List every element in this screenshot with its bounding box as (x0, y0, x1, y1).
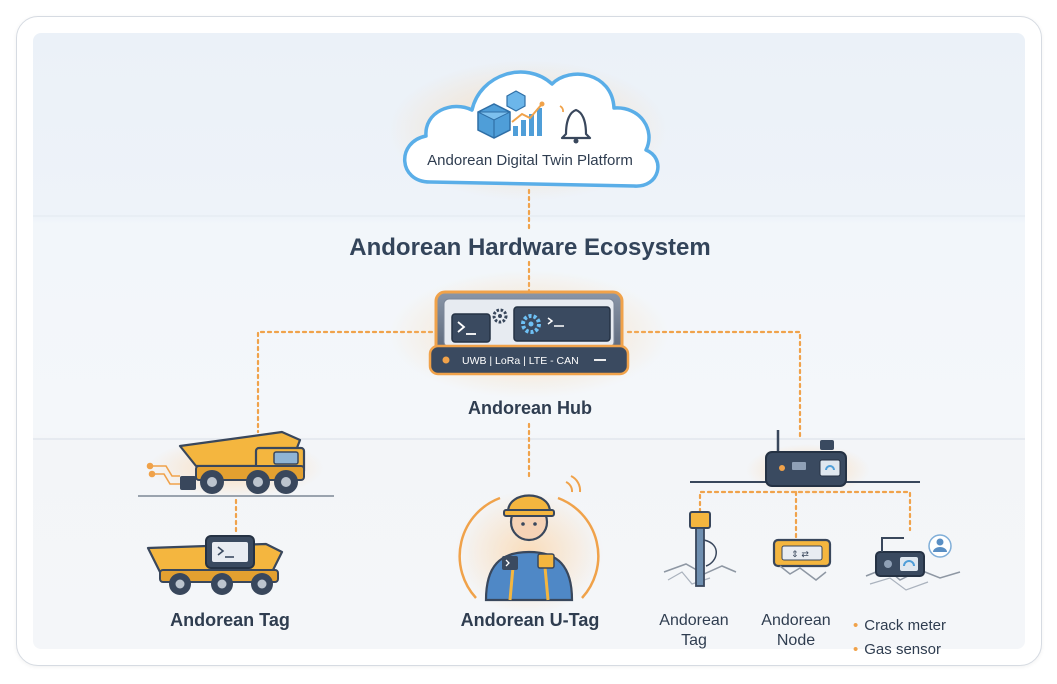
sensor-list: •Crack meter •Gas sensor (853, 614, 946, 662)
hub-protocols: UWB | LoRa | LTE - CAN (462, 355, 579, 367)
small-tag-label-line2: Tag (681, 632, 707, 649)
ecosystem-title: Andorean Hardware Ecosystem (349, 234, 711, 261)
tag-device-icon (180, 476, 196, 490)
mining-truck (138, 430, 334, 498)
analytics-chart-icon (511, 101, 545, 136)
node-label-line1: Andorean (761, 612, 831, 629)
hub-to-node-connector (626, 330, 802, 442)
signal-wave-icon (565, 481, 574, 493)
cloud-platform (388, 60, 668, 200)
hub-terminal-icon (451, 313, 491, 343)
utag-device-icon (502, 556, 518, 570)
circuit-icon (146, 462, 180, 485)
node-label-line2: Node (776, 632, 816, 649)
cube-icon (477, 103, 511, 139)
utag-label: Andorean U-Tag (460, 610, 600, 630)
hub-base (428, 344, 630, 376)
hub-device: UWB | LoRa | LTE - CAN (389, 270, 669, 398)
probe-rod (695, 527, 705, 587)
worker-signal-right (557, 496, 600, 599)
sensor-list-item: •Crack meter (853, 617, 946, 634)
hub-label: Andorean Hub (468, 398, 592, 418)
user-icon (928, 534, 952, 558)
ground-probe-tag (663, 511, 737, 587)
worker-signal-left (458, 496, 501, 599)
hub-status-led (442, 356, 450, 364)
badge-icon (537, 553, 555, 569)
tag-truck (146, 535, 284, 595)
sensor-list-item: •Gas sensor (853, 641, 941, 658)
hub-gear-icon (492, 308, 508, 324)
gateway-node (690, 430, 920, 496)
worker-utag (455, 475, 603, 614)
small-tag-label-line1: Andorean (659, 612, 729, 629)
sensor-item-text: Crack meter (864, 617, 946, 634)
node-arrows-icon: ⇕ ⇄ (791, 550, 809, 560)
sensor-device (865, 534, 961, 591)
bell-icon (559, 105, 592, 144)
probe-head (689, 511, 711, 529)
hub-to-truck-connector (256, 330, 434, 434)
andorean-node: ⇕ ⇄ (772, 538, 832, 581)
hub-screen (513, 306, 611, 342)
tag-label: Andorean Tag (170, 610, 290, 630)
small-cube-icon (506, 90, 526, 112)
cloud-platform-label: Andorean Digital Twin Platform (427, 152, 633, 169)
sensor-item-text: Gas sensor (864, 641, 941, 658)
